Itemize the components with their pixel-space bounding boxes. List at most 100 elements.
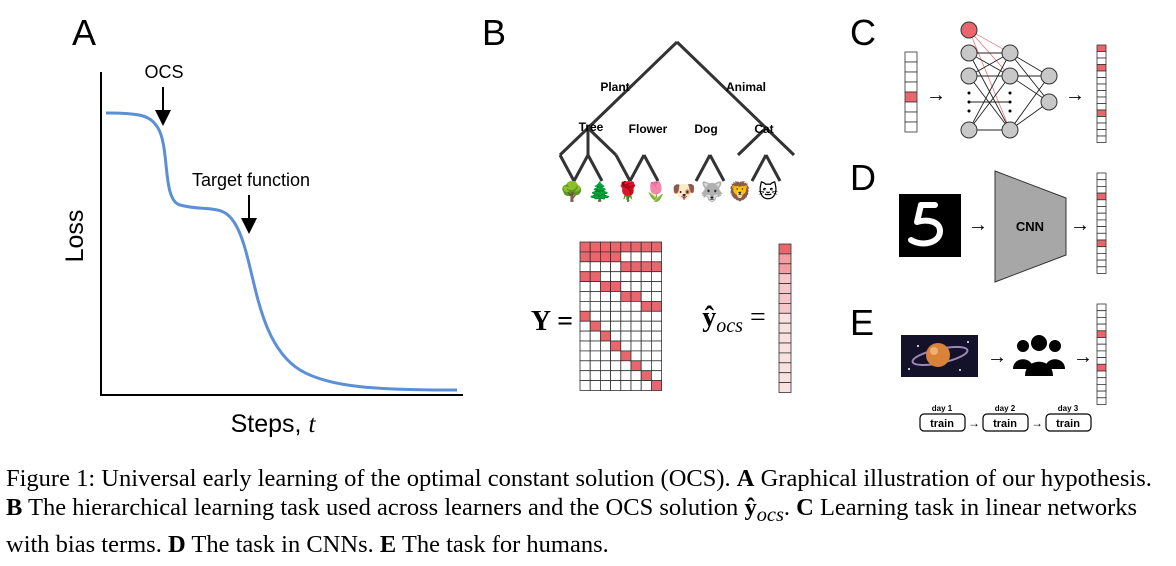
matrix-cell [610,340,622,352]
vector-cell [1096,64,1107,72]
matrix-cell [630,271,642,283]
arrow-e-in: → [987,346,1007,368]
matrix-cell [579,380,591,391]
matrix-cell [651,261,663,273]
panel-a: A Loss Steps, t OCS Target function [61,12,463,438]
matrix-cell [600,241,612,253]
tree-subbranches [586,128,590,155]
matrix-cell [579,310,591,322]
linear-network [960,21,1058,139]
matrix-cell [589,330,601,342]
ellipsis-dot [967,109,971,113]
caption-ref-c: C [796,494,814,521]
matrix-cell [640,300,652,312]
matrix-cell [579,271,591,283]
matrix-cell [620,291,632,302]
matrix-cell [651,350,663,362]
matrix-cell [630,370,642,382]
vector-cell [904,51,918,63]
matrix-cell [579,340,591,352]
matrix-cell [610,251,622,263]
vector-cell [1096,246,1107,254]
connection [968,29,1011,131]
vector-cell [1096,172,1107,181]
vector-cell [1096,330,1107,338]
vector-cell [1096,57,1107,65]
matrix-cell [640,310,652,322]
ocs-cell [778,273,792,285]
ocs-cell [778,322,792,334]
matrix-cell [579,281,591,292]
matrix-cell [610,300,622,312]
vector-cell [1096,70,1107,78]
matrix-cell [651,281,663,292]
matrix-cell [651,271,663,283]
matrix-cell [610,330,622,342]
vector-cell [904,121,918,133]
matrix-cell [610,291,622,302]
node-label-cat: Cat [754,122,773,136]
matrix-cell [620,350,632,362]
matrix-cell [630,300,642,312]
matrix-cell [651,370,663,382]
ocs-cell [778,372,792,384]
vector-cell [1096,337,1107,345]
vector-cell [1096,192,1107,201]
input-vector [904,51,918,133]
annotation-ocs: OCS [144,62,183,82]
ocs-vector [778,243,792,393]
vector-cell [1096,239,1107,248]
planet-image [901,335,978,377]
panel-d: D → CNN → [850,157,1107,283]
panel-letter-a: A [72,12,96,53]
caption-symbol-yhat: ŷ [744,494,757,521]
matrix-cell [600,291,612,302]
leaf-emoji: 🐺 [700,180,724,203]
matrix-cell [600,281,612,292]
network-node [1040,67,1058,85]
vector-cell [904,111,918,123]
caption-text-e: The task for humans. [396,530,609,558]
matrix-cell [589,271,601,283]
matrix-cell [610,380,622,391]
vector-cell [1096,212,1107,221]
vector-cell [1096,199,1107,207]
matrix-cell [651,310,663,322]
matrix-cell [579,300,591,312]
matrix-cell [630,320,642,332]
people-group-icon [1013,335,1065,376]
matrix-cell [589,261,601,273]
panel-letter-b: B [482,12,506,53]
matrix-cell [600,300,612,312]
ocs-cell [778,342,792,354]
matrix-cell [620,251,632,263]
node-label-animal: Animal [726,80,766,94]
output-vector-c [1096,44,1107,143]
matrix-cell [600,320,612,332]
matrix-cell [589,241,601,253]
x-axis-label: Steps, t [231,410,317,438]
matrix-cell [620,281,632,292]
target-matrix-Y [579,241,663,391]
matrix-cell [589,340,601,352]
vector-cell [1096,179,1107,187]
matrix-cell [600,271,612,283]
network-node [1001,121,1019,139]
matrix-cell [630,380,642,391]
vector-cell [1096,303,1107,312]
matrix-cell [610,360,622,372]
matrix-cell [640,281,652,292]
ocs-cell [778,382,792,393]
connection [1009,52,1050,103]
panel-c: C → → [850,12,1107,143]
matrix-cell [630,350,642,362]
ocs-cell [778,293,792,304]
vector-cell [1096,226,1107,234]
caption-prefix: Figure 1: Universal early learning of th… [6,465,737,492]
connection [1009,75,1050,131]
hierarchy-tree [558,40,796,182]
matrix-cell [589,251,601,263]
vector-cell [1096,397,1107,405]
caption-text-a: Graphical illustration of our hypothesis… [754,465,1152,492]
vector-cell [1096,363,1107,372]
